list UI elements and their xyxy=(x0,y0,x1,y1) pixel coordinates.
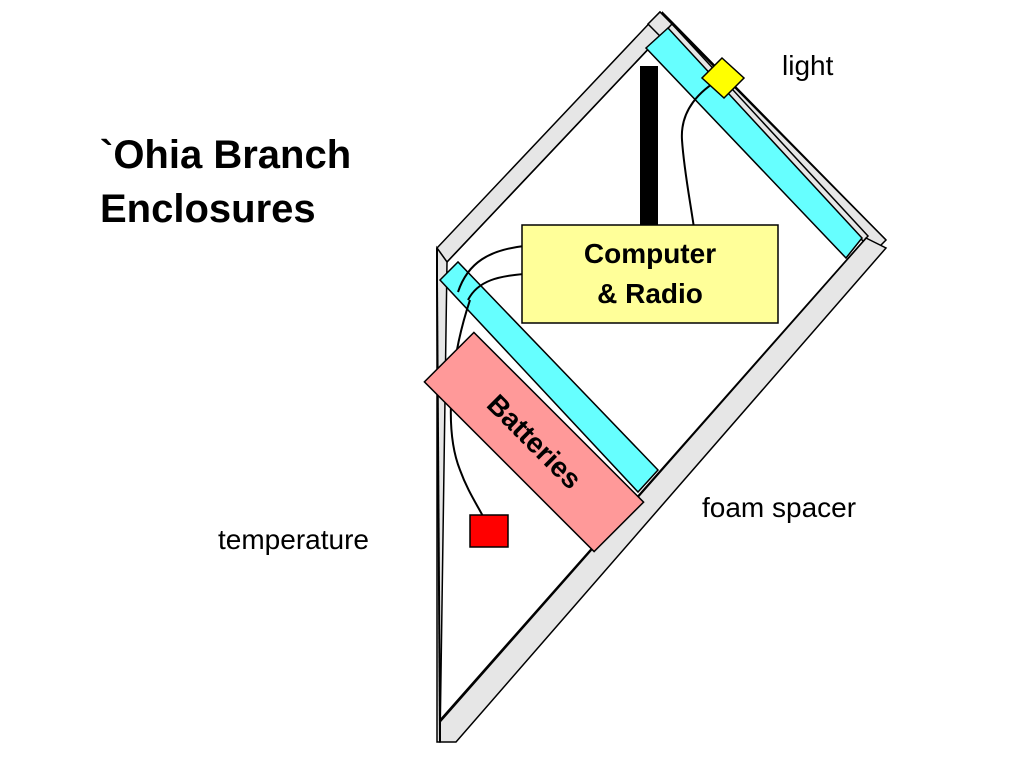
computer-label-line-1: Computer xyxy=(583,238,717,269)
light-wire xyxy=(680,77,723,229)
foam-spacer-lower xyxy=(438,260,660,494)
computer-label-line-2: & Radio xyxy=(597,278,703,309)
wall-inner-outline xyxy=(439,22,870,723)
wire-computer-left-1 xyxy=(457,245,525,293)
computer-radio-label: Computer & Radio xyxy=(522,234,778,314)
temperature-label: temperature xyxy=(218,524,369,555)
wire-computer-left-2 xyxy=(467,273,525,301)
batteries-box xyxy=(423,331,645,553)
computer-radio-box xyxy=(521,224,779,324)
wall-left-outline xyxy=(436,279,441,743)
light-label: light xyxy=(782,50,834,81)
foam-spacer-label: foam spacer xyxy=(702,492,857,523)
page-title: `Ohia Branch Enclosures xyxy=(100,128,351,236)
mounting-post xyxy=(640,66,658,226)
temperature-sensor xyxy=(469,514,509,548)
foam-spacer-upper xyxy=(644,26,863,260)
title-line-2: Enclosures xyxy=(100,187,316,231)
temperature-wire xyxy=(449,299,487,523)
title-line-1: `Ohia Branch xyxy=(100,133,352,177)
light-sensor xyxy=(700,56,746,100)
